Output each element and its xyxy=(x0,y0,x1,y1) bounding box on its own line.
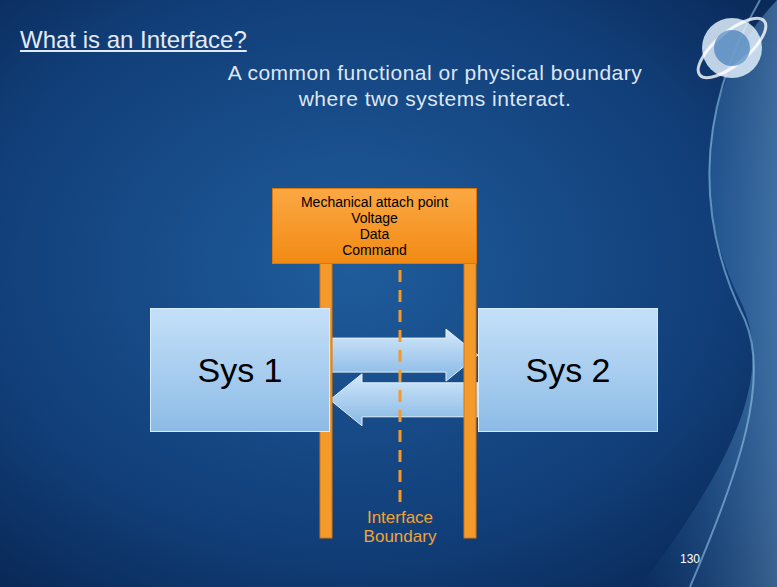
boundary-label: Interface Boundary xyxy=(345,508,455,546)
definition-text: A common functional or physical boundary… xyxy=(200,60,670,112)
interface-items-box: Mechanical attach pointVoltageDataComman… xyxy=(272,188,477,264)
box-text: Mechanical attach point xyxy=(301,194,448,210)
box-text: Sys 2 xyxy=(525,351,610,390)
box-text: Command xyxy=(342,242,407,258)
block-arrow xyxy=(330,374,478,426)
box-text: Sys 1 xyxy=(197,351,282,390)
boundary-bar xyxy=(464,248,476,538)
block-arrow xyxy=(330,329,478,381)
page-number: 130 xyxy=(680,552,700,566)
box-text: Voltage xyxy=(351,210,398,226)
slide-title: What is an Interface? xyxy=(20,26,247,54)
box-text: Data xyxy=(360,226,390,242)
system-box: Sys 2 xyxy=(478,308,658,432)
interface-boundary-line xyxy=(399,250,402,502)
system-box: Sys 1 xyxy=(150,308,330,432)
